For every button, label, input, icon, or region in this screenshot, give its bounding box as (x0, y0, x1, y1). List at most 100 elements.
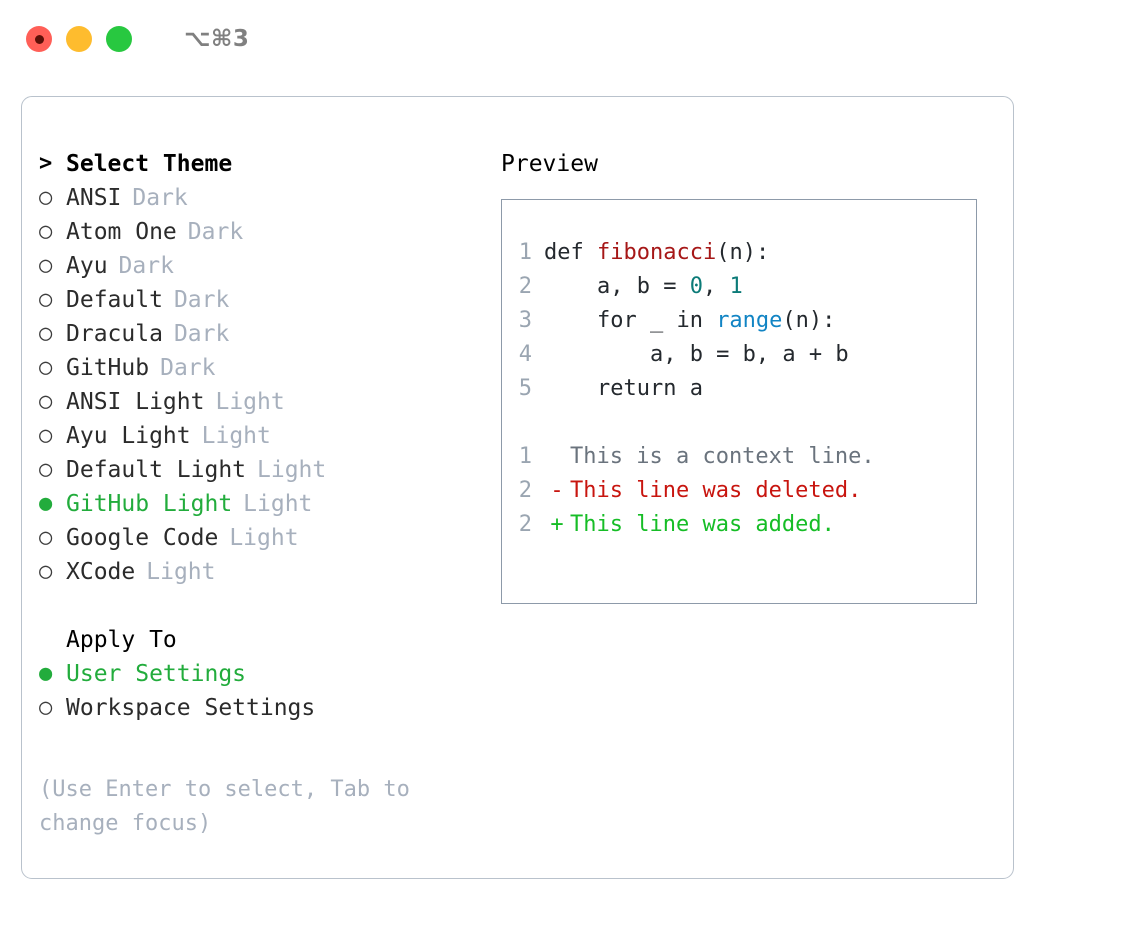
radio-unselected-icon: ○ (39, 253, 53, 278)
theme-option[interactable]: ○ Default Dark (39, 283, 489, 317)
code-token-plain: a, b = (544, 274, 690, 299)
theme-option[interactable]: ○ ANSI Dark (39, 181, 489, 215)
code-line-text: return a (544, 376, 703, 401)
theme-option-tag: Dark (118, 253, 174, 279)
theme-option-tag: Light (229, 525, 299, 551)
code-line-number: 3 (518, 308, 532, 333)
code-token-fn: fibonacci (596, 240, 717, 265)
theme-option-label: Atom One (66, 219, 177, 245)
section-spacer (39, 589, 489, 623)
theme-option-label: ANSI (66, 185, 122, 211)
apply-to-heading: Apply To (39, 623, 489, 657)
theme-option-tag: Light (243, 491, 313, 517)
diff-line: 2-This line was deleted. (502, 478, 976, 512)
theme-option-tag: Dark (160, 355, 216, 381)
window-controls (26, 26, 132, 52)
diff-sample: 1 This is a context line.2-This line was… (502, 444, 976, 546)
select-theme-heading: > Select Theme (39, 147, 489, 181)
theme-option-label: XCode (66, 559, 136, 585)
theme-option-label: Default (66, 287, 163, 313)
code-line: 5 return a (502, 376, 976, 410)
theme-option[interactable]: ○ Ayu Dark (39, 249, 489, 283)
code-token-plain: (n): (716, 240, 770, 265)
theme-option[interactable]: ● GitHub Light Light (39, 487, 489, 521)
radio-selected-icon: ● (39, 661, 53, 686)
diff-marker-del: - (550, 478, 564, 503)
theme-option-label: Default Light (66, 457, 247, 483)
theme-option-label: GitHub (66, 355, 150, 381)
theme-option-tag: Light (201, 423, 271, 449)
theme-option-label: GitHub Light (66, 491, 233, 517)
diff-line-number: 2 (518, 478, 532, 503)
diff-marker-add: + (550, 512, 564, 537)
diff-line-number: 1 (518, 444, 532, 469)
radio-unselected-icon: ○ (39, 389, 53, 414)
title-bar: ⌥⌘3 (0, 0, 1140, 78)
code-line-number: 5 (518, 376, 532, 401)
apply-to-heading-label: Apply To (66, 627, 177, 653)
code-line: 2 a, b = 0, 1 (502, 274, 976, 308)
diff-line-text: This line was added. (570, 512, 835, 537)
code-line-text: a, b = 0, 1 (544, 274, 743, 299)
code-line-number: 1 (518, 240, 532, 265)
code-line-text: a, b = b, a + b (544, 342, 849, 367)
radio-unselected-icon: ○ (39, 185, 53, 210)
radio-unselected-icon: ○ (39, 287, 53, 312)
radio-unselected-icon: ○ (39, 321, 53, 346)
theme-option-label: Ayu Light (66, 423, 191, 449)
code-line-number: 4 (518, 342, 532, 367)
theme-option-label: ANSI Light (66, 389, 205, 415)
apply-to-option[interactable]: ○ Workspace Settings (39, 691, 489, 725)
theme-option-tag: Dark (132, 185, 188, 211)
apply-to-list: ● User Settings ○ Workspace Settings (39, 657, 489, 725)
code-line-text: for _ in range(n): (544, 308, 835, 333)
code-line-text: def fibonacci(n): (544, 240, 769, 265)
keyboard-hint-text: (Use Enter to select, Tab to change focu… (39, 777, 424, 836)
theme-option-tag: Light (215, 389, 285, 415)
radio-unselected-icon: ○ (39, 457, 53, 482)
code-token-plain: def (544, 240, 597, 265)
theme-option-tag: Light (146, 559, 216, 585)
radio-unselected-icon: ○ (39, 695, 53, 720)
apply-to-option-label: User Settings (66, 661, 247, 687)
minimize-button[interactable] (66, 26, 92, 52)
diff-line-number: 2 (518, 512, 532, 537)
maximize-button[interactable] (106, 26, 132, 52)
code-token-plain: (n): (782, 308, 836, 333)
code-token-num: 0 (689, 274, 703, 299)
theme-option-label: Ayu (66, 253, 108, 279)
apply-to-option[interactable]: ● User Settings (39, 657, 489, 691)
apply-to-marker-icon (39, 629, 66, 651)
theme-option[interactable]: ○ ANSI Light Light (39, 385, 489, 419)
diff-line: 2 +This line was added. (502, 512, 976, 546)
code-diff-gap (502, 410, 976, 444)
code-line: 3 for _ in range(n): (502, 308, 976, 342)
code-line-number: 2 (518, 274, 532, 299)
diff-line-text: This line was deleted. (570, 478, 862, 503)
theme-option-tag: Dark (187, 219, 244, 245)
radio-selected-icon: ● (39, 491, 53, 516)
apply-to-option-label: Workspace Settings (66, 695, 316, 721)
keyboard-shortcut-label: ⌥⌘3 (184, 26, 250, 52)
theme-option-tag: Dark (173, 287, 230, 313)
diff-line: 1 This is a context line. (502, 444, 976, 478)
code-token-num: 1 (729, 274, 743, 299)
close-button[interactable] (26, 26, 52, 52)
code-token-plain: a, b = b, a + b (544, 342, 849, 367)
code-token-plain: return a (544, 376, 703, 401)
diff-marker-ctx (544, 444, 570, 469)
